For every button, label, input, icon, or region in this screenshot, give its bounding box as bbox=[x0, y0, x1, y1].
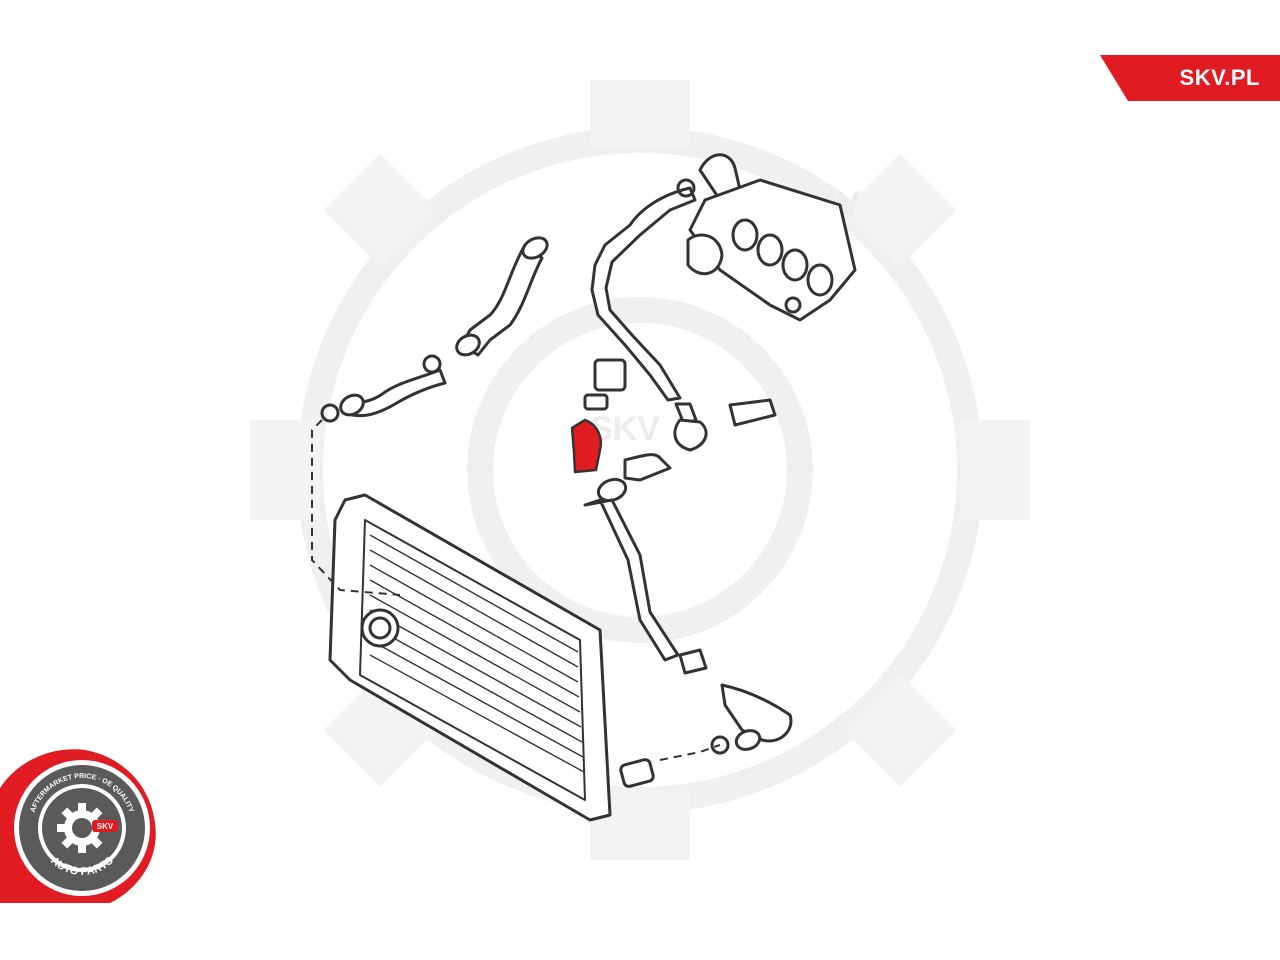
seal-center-text: SKV bbox=[97, 822, 114, 831]
intercooler bbox=[328, 493, 655, 822]
highlighted-charge-hose bbox=[570, 418, 602, 474]
bottom-strip bbox=[0, 905, 1280, 960]
left-hose-chain bbox=[320, 236, 549, 423]
center-pipe-chain bbox=[583, 178, 793, 755]
brand-label: SKV.PL bbox=[1179, 65, 1260, 90]
brand-tab: SKV.PL bbox=[1100, 55, 1280, 101]
skv-seal-icon: SKV AFTERMARKET PRICE · OE QUALITY AUTO … bbox=[0, 748, 160, 908]
turbocharger-manifold bbox=[686, 153, 857, 322]
dashed-connectors bbox=[311, 419, 721, 761]
product-image-canvas: SKV SKV bbox=[0, 55, 1280, 908]
exploded-diagram: SKV SKV bbox=[250, 80, 1030, 860]
